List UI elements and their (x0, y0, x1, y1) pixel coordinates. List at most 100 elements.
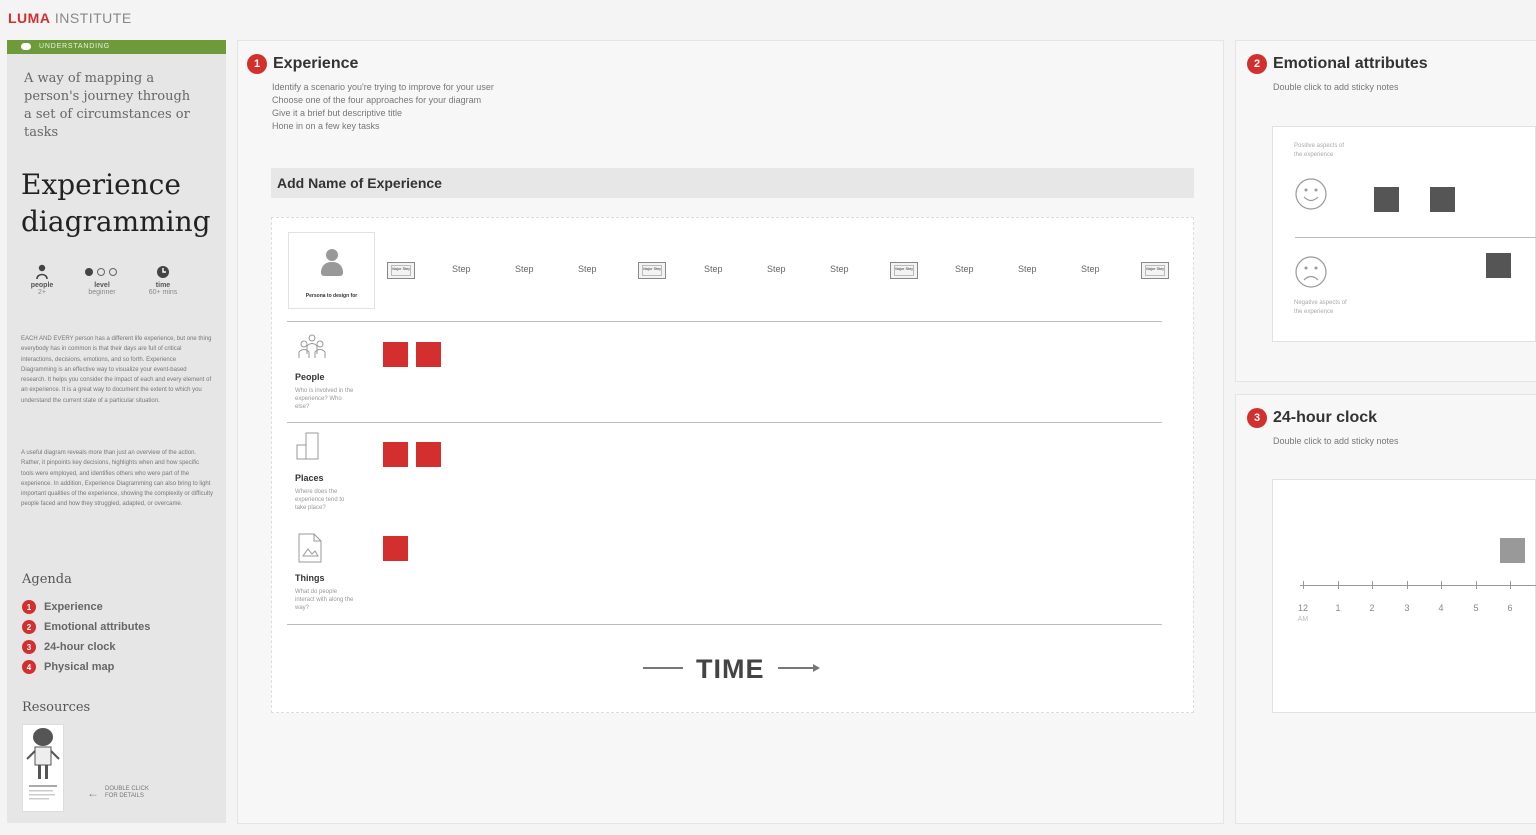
sad-face-icon (1295, 256, 1327, 288)
lane-name-things: Things (295, 573, 325, 583)
clock-icon (140, 262, 186, 282)
agenda-number: 3 (22, 640, 36, 654)
sticky-note[interactable] (383, 442, 408, 467)
clock-board[interactable] (1272, 479, 1536, 713)
stat-level-key: level (94, 282, 110, 289)
clock-hour-label: 1 (1335, 603, 1341, 613)
sticky-note[interactable] (383, 342, 408, 367)
instruction-line: Identify a scenario you're trying to imp… (272, 82, 494, 92)
clock-hour-label: 4 (1438, 603, 1444, 613)
major-step-card[interactable]: Major Step (1141, 262, 1169, 279)
step-card[interactable]: Step (955, 264, 974, 274)
agenda-label: Emotional attributes (44, 621, 151, 633)
sticky-note[interactable] (1500, 538, 1525, 563)
sticky-note[interactable] (383, 536, 408, 561)
emotional-hint: Double click to add sticky notes (1273, 82, 1399, 92)
section-number: 3 (1247, 408, 1267, 428)
persona-head-icon (326, 249, 338, 261)
persona-label: Persona to design for (305, 293, 358, 299)
sticky-note[interactable] (1486, 253, 1511, 278)
major-step-card[interactable]: Major Step (638, 262, 666, 279)
sticky-note[interactable] (416, 342, 441, 367)
clock-tick (1510, 581, 1511, 589)
experience-heading: 1 Experience (247, 54, 358, 74)
agenda-number: 1 (22, 600, 36, 614)
emotional-attributes-heading: 2 Emotional attributes (1247, 54, 1428, 74)
major-step-card[interactable]: Major Step (387, 262, 415, 279)
resource-hint: ← DOUBLE CLICK FOR DETAILS (87, 786, 153, 800)
clock-hour-label: 5 (1473, 603, 1479, 613)
resources-heading: Resources (22, 700, 91, 715)
clock-tick (1338, 581, 1339, 589)
arrow-right-icon (813, 664, 820, 672)
agenda-label: 24-hour clock (44, 641, 116, 653)
building-icon (296, 432, 319, 460)
step-card[interactable]: Step (1081, 264, 1100, 274)
time-axis-label: TIME (696, 654, 765, 684)
emotional-attributes-board[interactable] (1272, 126, 1536, 342)
clock-tick (1407, 581, 1408, 589)
persona-card[interactable]: Persona to design for (288, 232, 375, 309)
clock-am-label: AM (1297, 616, 1309, 623)
stat-people-key: people (30, 282, 54, 289)
section-number: 1 (247, 54, 267, 74)
document-icon (298, 533, 322, 563)
smiley-face-icon (1295, 178, 1327, 210)
stat-time-value: 60+ mins (148, 289, 178, 296)
stat-people: people 2+ (19, 262, 65, 296)
sticky-note[interactable] (1430, 187, 1455, 212)
arrow-left-icon: ← (87, 785, 99, 800)
brand-luma: LUMA (8, 10, 51, 26)
agenda-item-24-hour-clock[interactable]: 3 24-hour clock (22, 639, 116, 655)
step-card[interactable]: Step (515, 264, 534, 274)
agenda-item-physical-map[interactable]: 4 Physical map (22, 659, 114, 675)
section-title: 24-hour clock (1273, 409, 1378, 426)
instruction-line: Give it a brief but descriptive title (272, 108, 403, 118)
negative-label: Negative aspects of the experience (1294, 300, 1347, 315)
person-icon (19, 262, 65, 282)
step-card[interactable]: Step (452, 264, 471, 274)
stat-level-value: beginner (88, 289, 116, 296)
agenda-label: Experience (44, 601, 103, 613)
lane-divider (287, 624, 1162, 625)
stat-level: level beginner (79, 262, 125, 296)
agenda-item-emotional-attributes[interactable]: 2 Emotional attributes (22, 619, 150, 635)
method-sidebar: UNDERSTANDING A way of mapping a person'… (7, 40, 226, 823)
clock-tick (1372, 581, 1373, 589)
stat-time: time 60+ mins (140, 262, 186, 296)
brand-institute: INSTITUTE (54, 10, 132, 26)
time-line-left (643, 667, 683, 669)
sticky-note[interactable] (1374, 187, 1399, 212)
resource-illustration-icon (26, 728, 60, 800)
section-title: Emotional attributes (1273, 55, 1428, 72)
resource-card-thumbnail[interactable] (22, 724, 64, 812)
lane-desc-places: Where does the experience tend to take p… (295, 489, 345, 511)
persona-body-icon (321, 262, 343, 276)
experience-canvas[interactable] (271, 217, 1194, 713)
step-card[interactable]: Step (767, 264, 786, 274)
step-card[interactable]: Step (830, 264, 849, 274)
experience-name-field[interactable]: Add Name of Experience (271, 168, 1194, 198)
lane-name-people: People (295, 372, 325, 382)
major-step-card[interactable]: Major Step (890, 262, 918, 279)
section-title: Experience (273, 55, 359, 72)
agenda-item-experience[interactable]: 1 Experience (22, 599, 103, 615)
clock-hour-label: 6 (1507, 603, 1513, 613)
clock-hour-label: 2 (1369, 603, 1375, 613)
lane-divider (287, 321, 1162, 322)
level-dots-icon (79, 262, 125, 282)
clock-timeline (1300, 585, 1536, 586)
lane-name-places: Places (295, 473, 324, 483)
method-tagline: A way of mapping a person's journey thro… (24, 71, 191, 140)
clock-hour-label: 12 (1297, 603, 1308, 613)
clock-tick (1476, 581, 1477, 589)
clock-tick (1303, 581, 1304, 589)
lane-desc-people: Who is involved in the experience? Who e… (295, 388, 354, 410)
stat-people-value: 2+ (38, 289, 46, 296)
category-tag: UNDERSTANDING (7, 40, 226, 54)
sticky-note[interactable] (416, 442, 441, 467)
clock-tick (1441, 581, 1442, 589)
step-card[interactable]: Step (578, 264, 597, 274)
step-card[interactable]: Step (704, 264, 723, 274)
step-card[interactable]: Step (1018, 264, 1037, 274)
